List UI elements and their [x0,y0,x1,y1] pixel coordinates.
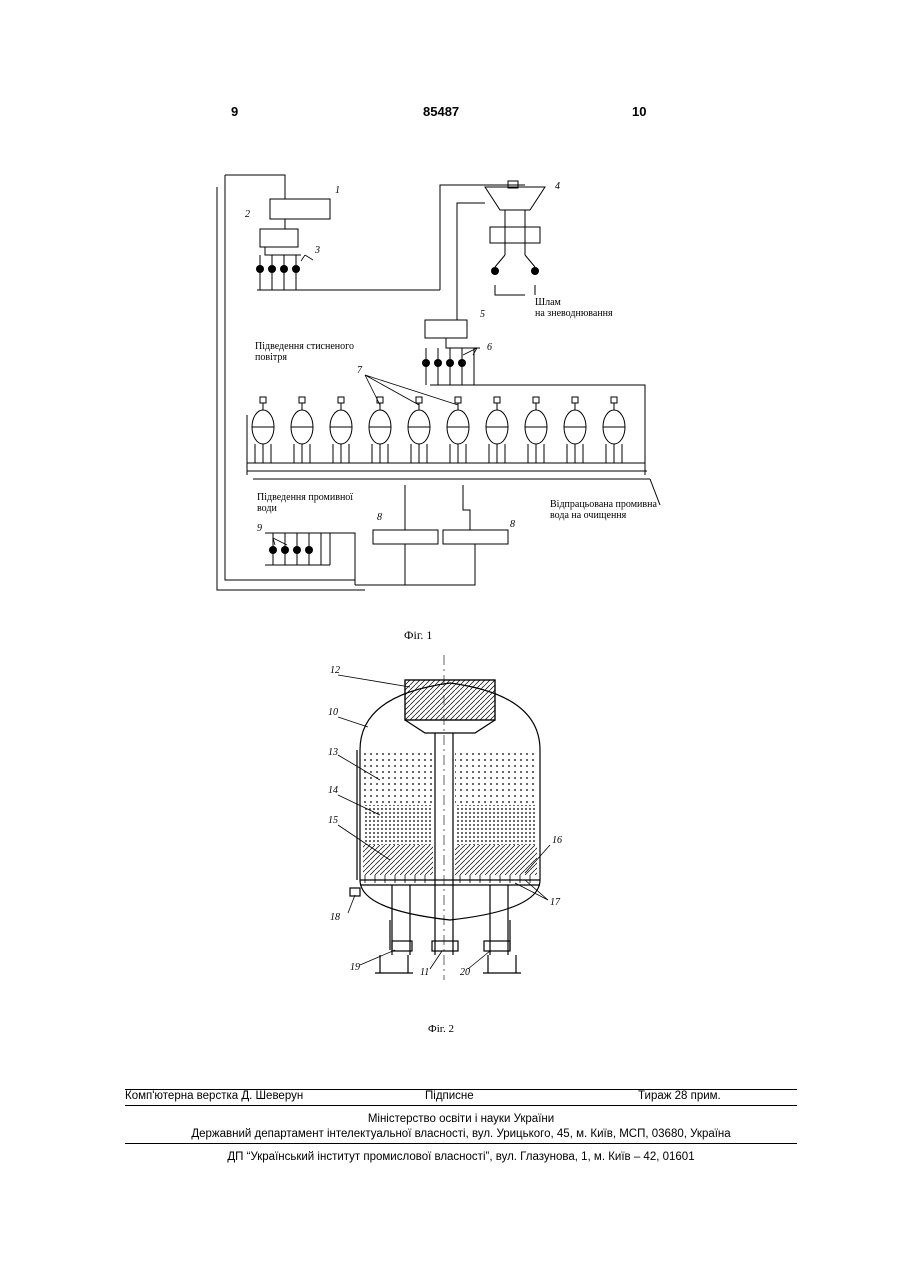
sludge-label-line1: Шлам [535,297,562,308]
patent-number: 85487 [423,104,459,119]
figure-2-diagram: 12 10 13 14 15 16 17 18 19 11 20 [320,655,580,985]
left-page-number: 9 [231,104,238,119]
label-15: 15 [328,815,338,826]
label-14: 14 [328,785,338,796]
label-12: 12 [330,665,340,676]
footer-mid-rule [125,1105,797,1106]
label-20: 20 [460,967,470,978]
air-label-line1: Підведення стисненого [255,341,354,352]
spent-label-line1: Відпрацьована промивна [550,499,657,510]
label-1: 1 [335,185,340,196]
right-page-number: 10 [632,104,646,119]
label-6: 6 [487,342,492,353]
label-7: 7 [357,365,363,376]
label-4: 4 [555,181,560,192]
air-label-line2: повітря [255,352,287,363]
figure-1-diagram: 1 2 3 4 5 6 7 8 8 9 Шлам на зневоднюванн… [205,165,685,595]
sludge-label-line2: на зневоднювання [535,308,613,319]
label-3: 3 [314,245,320,256]
label-8a: 8 [377,512,382,523]
label-17: 17 [550,897,561,908]
label-13: 13 [328,747,338,758]
signed-label: Підписне [425,1090,474,1102]
label-2: 2 [245,209,250,220]
label-16: 16 [552,835,562,846]
label-5: 5 [480,309,485,320]
spent-label-line2: вода на очищення [550,510,627,521]
footer-bottom-rule [125,1143,797,1144]
label-8b: 8 [510,519,515,530]
figure-1-caption: Фіг. 1 [404,628,432,643]
label-18: 18 [330,912,340,923]
institute-line: ДП “Український інститут промислової вла… [125,1151,797,1163]
layout-credit: Комп'ютерна верстка Д. Шеверун [125,1090,303,1102]
department-line: Державний департамент інтелектуальної вл… [125,1128,797,1140]
ministry-line: Міністерство освіти і науки України [125,1113,797,1125]
circulation-label: Тираж 28 прим. [638,1090,721,1102]
wash-label-line2: води [257,503,277,514]
label-19: 19 [350,962,360,973]
wash-label-line1: Підведення промивної [257,492,353,503]
figure-2-caption: Фіг. 2 [428,1023,454,1035]
label-9: 9 [257,523,262,534]
label-10: 10 [328,707,338,718]
label-11: 11 [420,967,429,978]
